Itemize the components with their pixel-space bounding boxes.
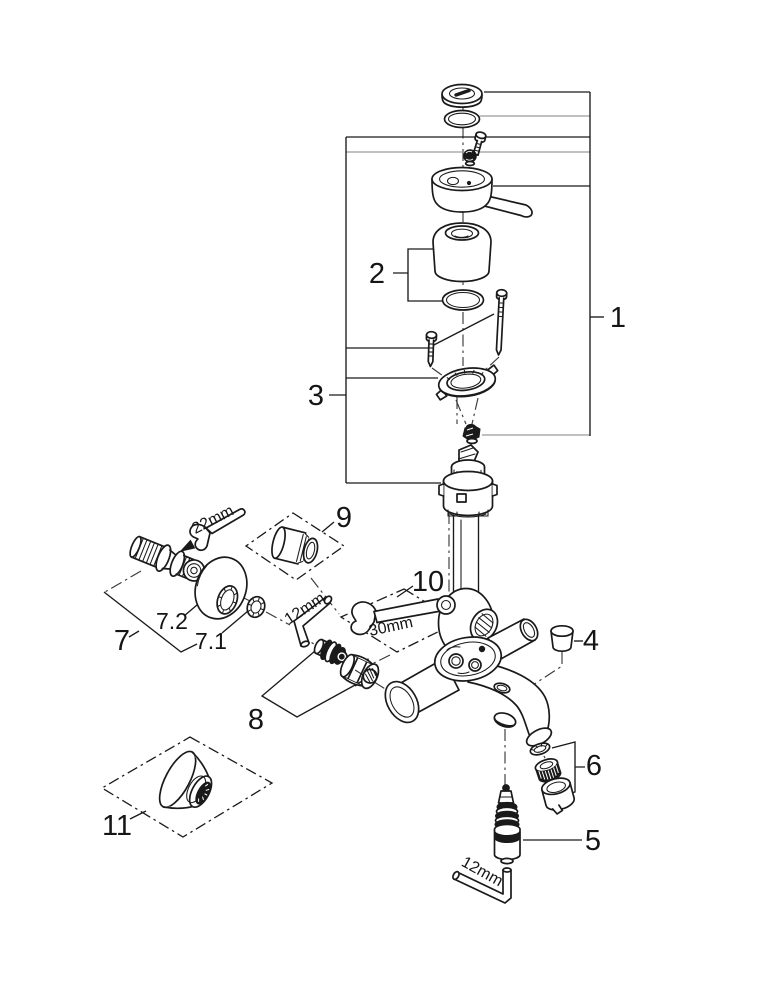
callout-2: 2 bbox=[369, 258, 385, 290]
callout-8: 8 bbox=[248, 704, 264, 736]
callout-10: 10 bbox=[412, 566, 444, 598]
callout-3: 3 bbox=[308, 380, 324, 412]
part-check-valve-plug bbox=[313, 638, 348, 665]
part-cartridge-nut bbox=[462, 423, 481, 445]
part-cartridge bbox=[438, 444, 498, 518]
frame-part11 bbox=[100, 736, 274, 838]
part-deep-rosette bbox=[158, 750, 213, 810]
callout-11: 11 bbox=[102, 810, 132, 842]
callout-4: 4 bbox=[583, 625, 599, 657]
part-adapter bbox=[271, 526, 319, 565]
bracket-part8 bbox=[260, 650, 367, 718]
part-wall-escutcheon bbox=[194, 556, 248, 620]
callout-7-1: 7.1 bbox=[195, 628, 227, 654]
part-diverter-cartridge bbox=[493, 784, 521, 865]
allen-key-12mm-lower bbox=[452, 867, 512, 904]
callout-7-2: 7.2 bbox=[156, 608, 188, 634]
callout-7: 7 bbox=[114, 625, 130, 657]
part-retaining-flange bbox=[435, 364, 499, 401]
allen-key-12mm-upper bbox=[293, 595, 333, 648]
part-aerator-washer bbox=[529, 742, 551, 756]
part-aerator-shell bbox=[540, 777, 576, 815]
callout-1: 1 bbox=[610, 302, 626, 334]
callout-labels: 1 2 3 4 5 6 7 7.2 7.1 8 9 10 11 bbox=[102, 258, 626, 857]
body-riser-tube bbox=[452, 515, 480, 594]
frame-part9 bbox=[244, 512, 346, 581]
part-handle-cap bbox=[441, 83, 483, 108]
diverter-port bbox=[493, 712, 517, 728]
part-lever-handle bbox=[431, 166, 533, 218]
part-screw-left bbox=[425, 330, 438, 368]
part-handle-nut bbox=[463, 149, 477, 167]
wrench-30mm bbox=[350, 595, 456, 636]
part-cap-oring bbox=[443, 109, 481, 129]
callout-9: 9 bbox=[336, 502, 352, 534]
bracket-part7 bbox=[103, 591, 198, 653]
callout-6: 6 bbox=[586, 750, 602, 782]
part-plug-cap bbox=[550, 624, 574, 653]
callout-5: 5 bbox=[585, 825, 601, 857]
bracket-part2 bbox=[393, 248, 442, 302]
part-aerator-insert bbox=[534, 758, 562, 783]
part-union-nut bbox=[339, 653, 380, 690]
part-escutcheon-washer bbox=[246, 595, 266, 619]
part-dome-cap bbox=[432, 222, 492, 283]
part-screw-right bbox=[495, 288, 508, 356]
wrench-22mm bbox=[179, 508, 246, 552]
part-dome-oring bbox=[441, 289, 485, 311]
